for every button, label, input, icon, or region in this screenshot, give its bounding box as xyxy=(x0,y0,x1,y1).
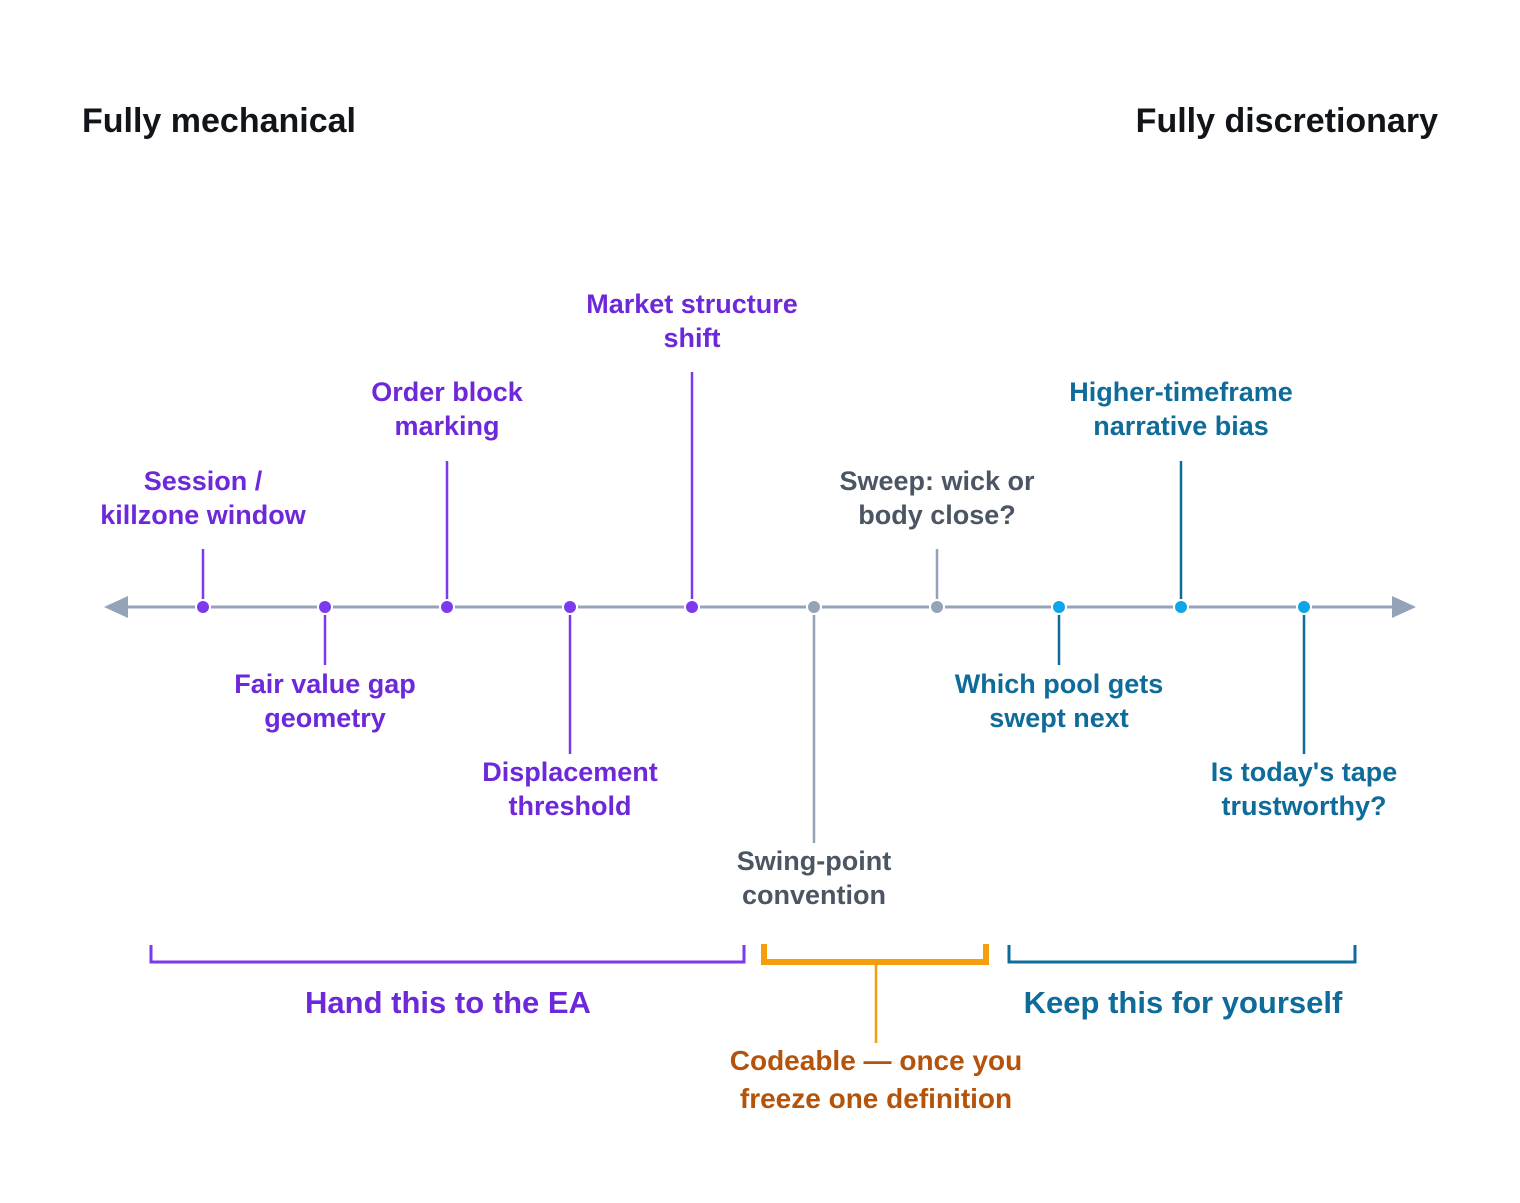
item-label-line-1: Swing-point xyxy=(737,846,891,876)
item-dot xyxy=(929,599,945,615)
codeable-label-line-1: Codeable — once you xyxy=(730,1045,1023,1076)
spectrum-item-sweep: Sweep: wick or body close? xyxy=(839,466,1035,615)
item-dot xyxy=(1296,599,1312,615)
item-dot xyxy=(439,599,455,615)
item-label-line-1: Market structure xyxy=(586,289,798,319)
spectrum-item-order-block: Order block marking xyxy=(371,377,524,615)
item-dot xyxy=(684,599,700,615)
spectrum-item-fvg: Fair value gap geometry xyxy=(234,599,416,733)
item-label-line-2: narrative bias xyxy=(1093,411,1269,441)
item-dot xyxy=(1051,599,1067,615)
item-label-line-2: marking xyxy=(394,411,499,441)
hand-to-ea-label: Hand this to the EA xyxy=(305,985,591,1020)
codeable-label-line-2: freeze one definition xyxy=(740,1083,1012,1114)
item-label-line-2: geometry xyxy=(264,703,386,733)
keep-for-yourself-bracket: Keep this for yourself xyxy=(1007,945,1357,1020)
item-label-line-2: killzone window xyxy=(100,500,307,530)
item-dot xyxy=(195,599,211,615)
item-label-line-1: Fair value gap xyxy=(234,669,416,699)
item-label-line-2: body close? xyxy=(858,500,1016,530)
item-label-line-2: convention xyxy=(742,880,886,910)
hand-to-ea-bracket: Hand this to the EA xyxy=(149,945,746,1020)
right-end-label: Fully discretionary xyxy=(1136,102,1438,140)
item-dot xyxy=(317,599,333,615)
item-dot xyxy=(806,599,822,615)
spectrum-axis xyxy=(104,596,1416,618)
right-arrow-icon xyxy=(1392,596,1416,618)
spectrum-item-swing-point: Swing-point convention xyxy=(737,599,891,910)
item-label-line-1: Displacement xyxy=(482,757,658,787)
spectrum-item-which-pool: Which pool gets swept next xyxy=(955,599,1164,733)
item-label-line-2: threshold xyxy=(508,791,631,821)
item-label-line-1: Higher-timeframe xyxy=(1069,377,1293,407)
item-label-line-1: Order block xyxy=(371,377,524,407)
item-label-line-1: Is today's tape xyxy=(1211,757,1397,787)
spectrum-item-mss: Market structure shift xyxy=(586,289,798,615)
spectrum-item-htf-bias: Higher-timeframe narrative bias xyxy=(1069,377,1293,615)
item-dot xyxy=(562,599,578,615)
spectrum-item-tape: Is today's tape trustworthy? xyxy=(1211,599,1397,821)
keep-for-yourself-label: Keep this for yourself xyxy=(1024,985,1343,1020)
item-dot xyxy=(1173,599,1189,615)
spectrum-item-session: Session / killzone window xyxy=(100,466,307,615)
item-label-line-2: trustworthy? xyxy=(1222,791,1387,821)
item-label-line-1: Which pool gets xyxy=(955,669,1164,699)
item-label-line-1: Session / xyxy=(144,466,263,496)
left-arrow-icon xyxy=(104,596,128,618)
item-label-line-2: swept next xyxy=(989,703,1129,733)
spectrum-item-displacement: Displacement threshold xyxy=(482,599,658,821)
item-label-line-1: Sweep: wick or xyxy=(839,466,1035,496)
item-label-line-2: shift xyxy=(664,323,721,353)
left-end-label: Fully mechanical xyxy=(82,102,356,140)
codeable-bracket: Codeable — once you freeze one definitio… xyxy=(730,944,1023,1114)
